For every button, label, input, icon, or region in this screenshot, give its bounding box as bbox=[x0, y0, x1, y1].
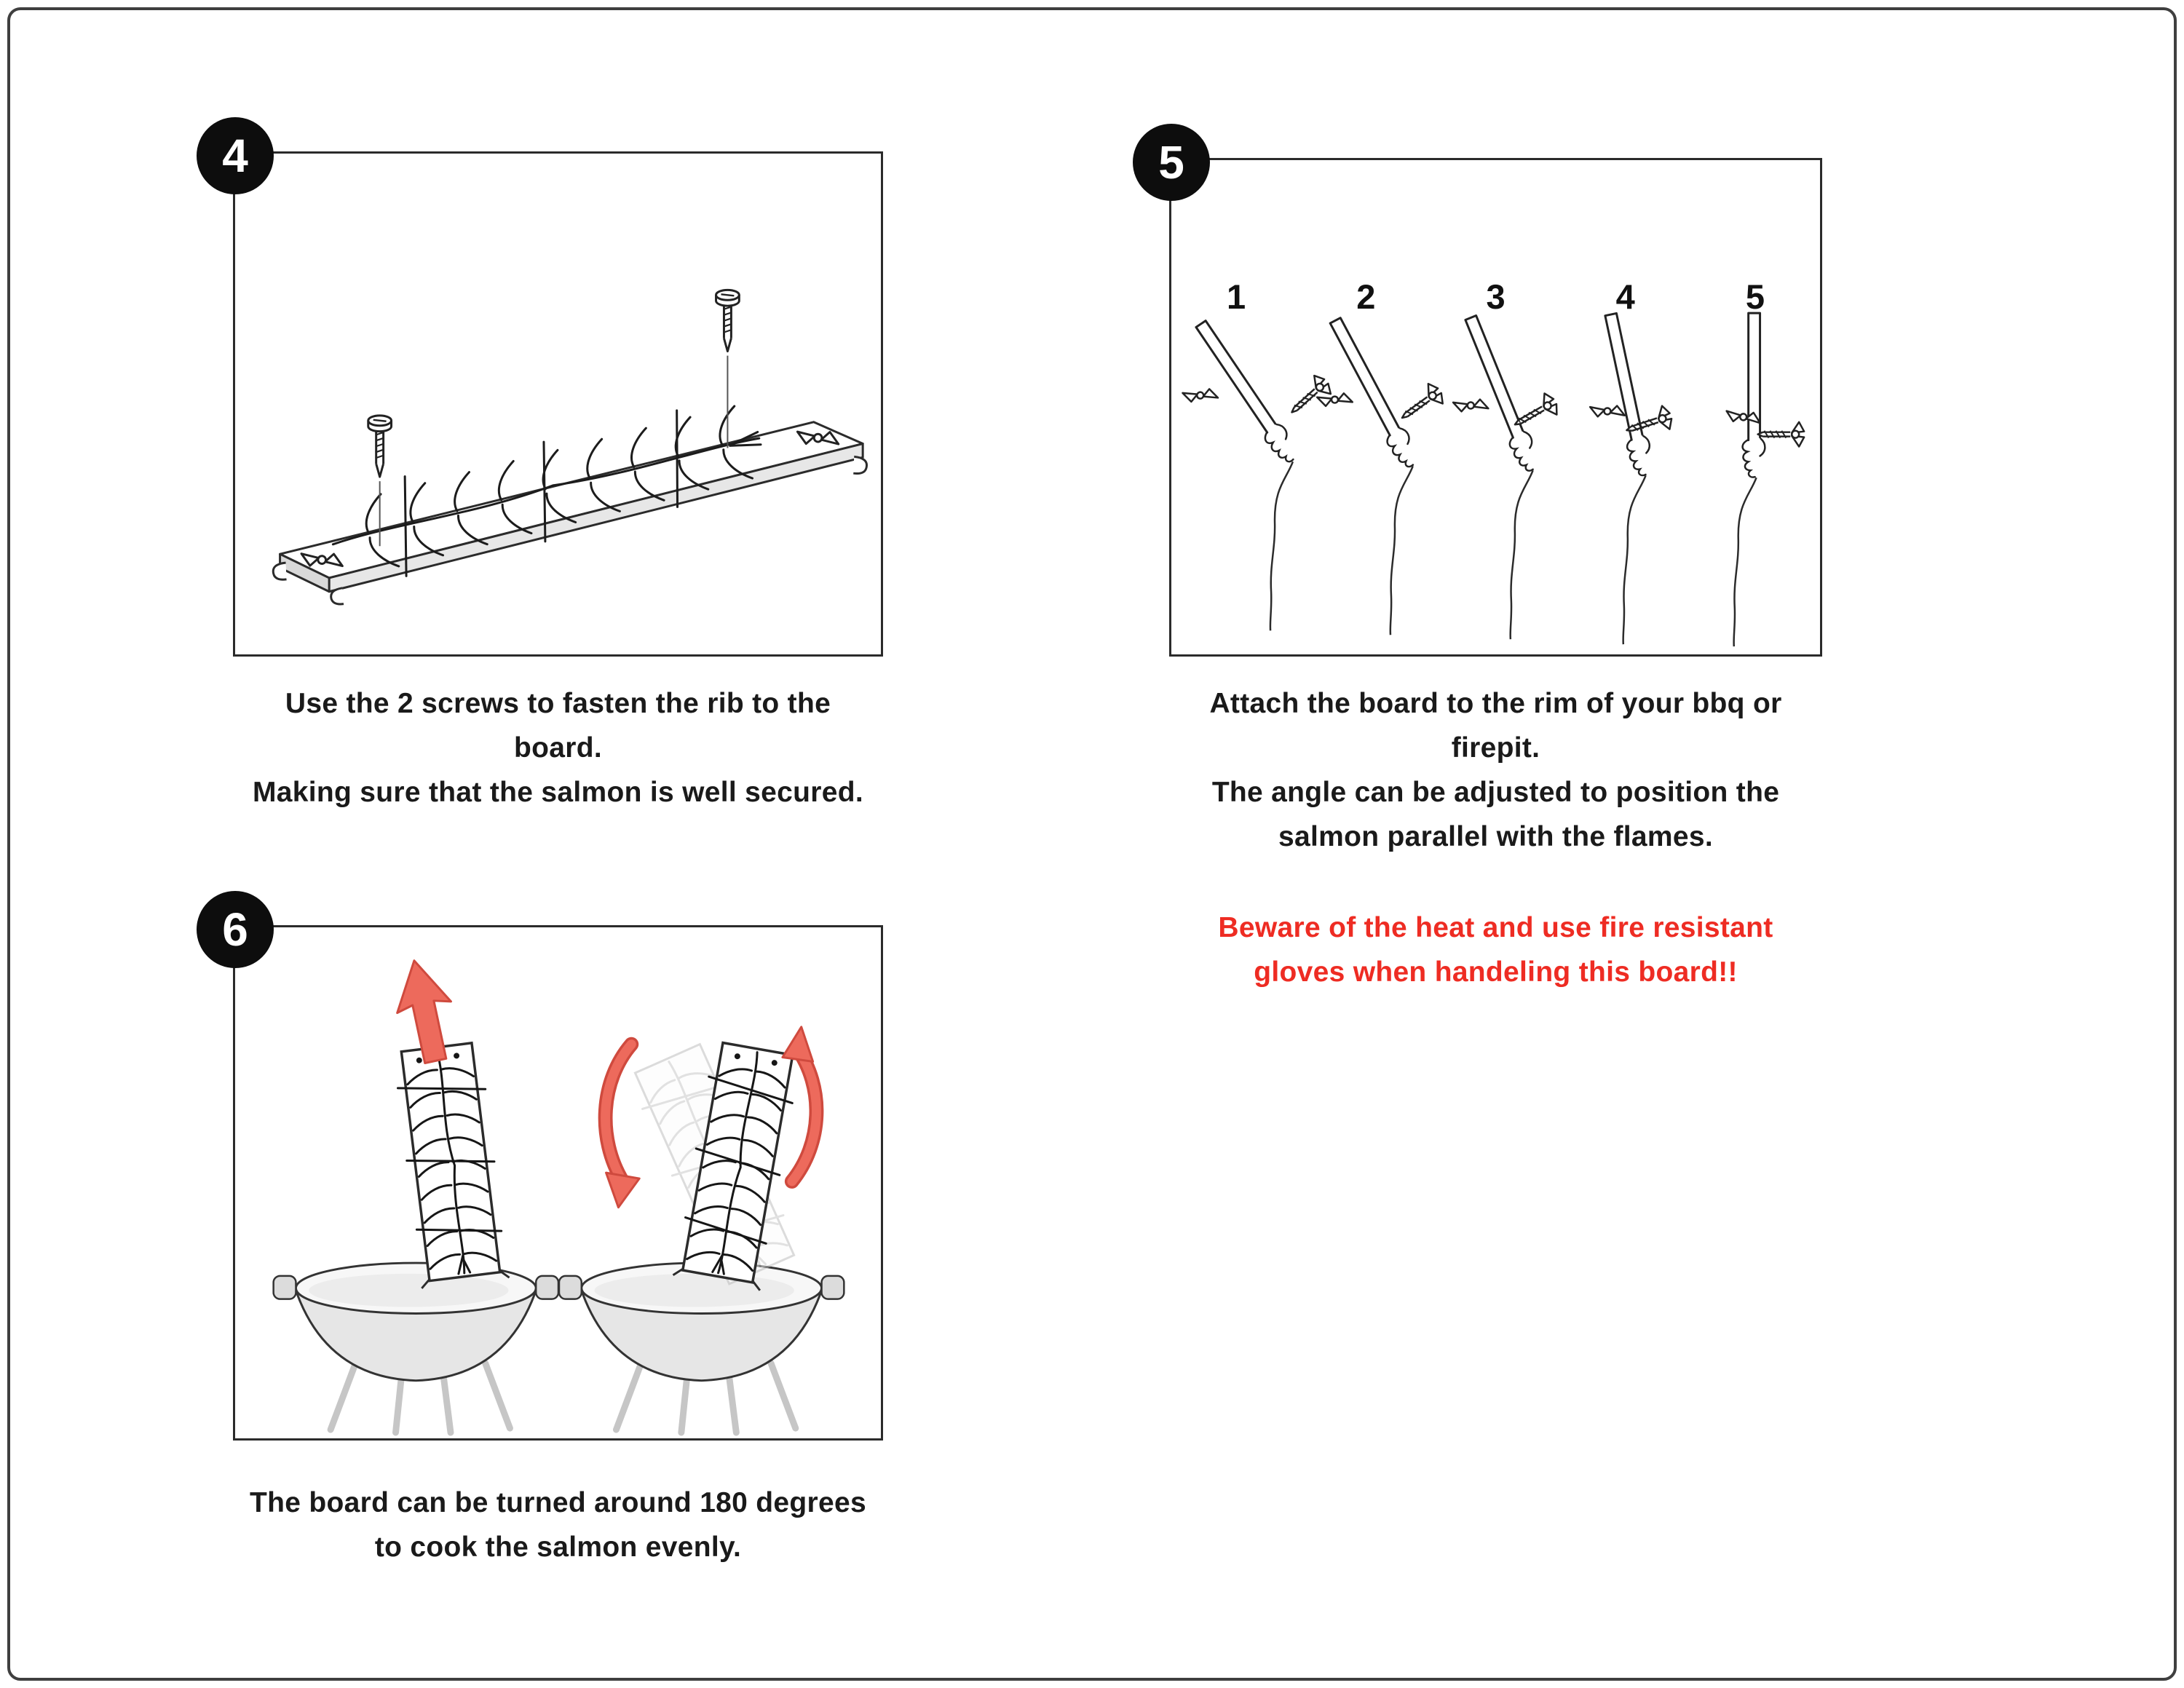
rotate-arrow-right-icon bbox=[781, 1026, 824, 1189]
attach-frame-4 bbox=[1588, 312, 1676, 646]
attach-frame-5 bbox=[1725, 312, 1805, 648]
step-5-caption: Attach the board to the rim of your bbq … bbox=[1169, 681, 1822, 859]
bbq-rim-line bbox=[1389, 465, 1415, 636]
step-6-number: 6 bbox=[222, 903, 248, 956]
wing-screw-icon bbox=[1393, 379, 1448, 429]
wing-nut-icon bbox=[1452, 390, 1489, 421]
step-5-caption-line-4: salmon parallel with the flames. bbox=[1278, 821, 1713, 852]
sequence-label-3: 3 bbox=[1486, 277, 1506, 316]
bbq-rim-line bbox=[1269, 461, 1294, 632]
sequence-label-4: 4 bbox=[1615, 277, 1635, 316]
clamp-jaw-icon bbox=[1624, 434, 1657, 479]
page-border bbox=[7, 7, 2177, 1681]
step-4-caption-line-3: Making sure that the salmon is well secu… bbox=[253, 777, 863, 808]
clamp-jaw-icon bbox=[1260, 421, 1303, 468]
wing-nut-icon bbox=[1182, 379, 1219, 411]
lift-arrow-icon bbox=[396, 959, 452, 1065]
step-5-caption-line-1: Attach the board to the rim of your bbq … bbox=[1209, 688, 1782, 719]
attach-frame-3 bbox=[1452, 314, 1562, 641]
step-5-caption-line-2: firepit. bbox=[1451, 732, 1540, 764]
step-4-caption-line-2: board. bbox=[514, 732, 602, 764]
bbq-rim-line bbox=[1733, 476, 1757, 648]
step-4-number: 4 bbox=[222, 130, 248, 182]
step-4-caption: Use the 2 screws to fasten the rib to th… bbox=[233, 681, 883, 815]
grill-handle bbox=[534, 1275, 560, 1300]
step-5-illustration bbox=[1182, 312, 1805, 648]
step-6-badge: 6 bbox=[197, 891, 274, 968]
step-4-caption-line-1: Use the 2 screws to fasten the rib to th… bbox=[285, 688, 831, 719]
step-5-caption-line-3: The angle can be adjusted to position th… bbox=[1211, 777, 1780, 808]
board-illustration bbox=[272, 421, 869, 606]
attach-sequence-labels: 1 2 3 4 5 bbox=[1171, 277, 1820, 317]
attach-frame-2 bbox=[1315, 317, 1448, 636]
step-5-badge: 5 bbox=[1133, 124, 1210, 201]
step-5-panel: 5 1 2 3 4 5 bbox=[1133, 124, 1822, 657]
attach-frame-1 bbox=[1182, 320, 1336, 632]
bbq-grill-right bbox=[558, 1261, 845, 1436]
bbq-rim-line bbox=[1622, 474, 1647, 646]
wing-screw-icon bbox=[1282, 371, 1336, 423]
sequence-label-2: 2 bbox=[1356, 277, 1376, 316]
grill-handle bbox=[820, 1275, 845, 1300]
step-6-caption-line-2: to cook the salmon evenly. bbox=[374, 1532, 742, 1563]
step-4-illustration bbox=[272, 288, 869, 606]
warning-line-1: Beware of the heat and use fire resistan… bbox=[1218, 912, 1773, 943]
clamp-jaw-icon bbox=[1741, 437, 1766, 478]
step-5-warning: Beware of the heat and use fire resistan… bbox=[1169, 906, 1822, 994]
wing-nut-icon bbox=[1725, 403, 1762, 431]
step-6-caption-line-1: The board can be turned around 180 degre… bbox=[250, 1487, 866, 1518]
bbq-rim-line bbox=[1509, 469, 1534, 641]
rotate-arrow-left-icon bbox=[598, 1037, 641, 1209]
screw-icon bbox=[715, 288, 740, 353]
bbq-grill-left bbox=[272, 1261, 560, 1436]
grill-handle bbox=[272, 1275, 297, 1300]
step-6-caption: The board can be turned around 180 degre… bbox=[233, 1481, 883, 1569]
step-4-panel: 4 bbox=[197, 117, 883, 657]
step-6-panel: 6 bbox=[197, 891, 883, 1441]
sequence-label-1: 1 bbox=[1227, 277, 1246, 316]
screws-illustration bbox=[367, 288, 740, 547]
step-4-badge: 4 bbox=[197, 117, 274, 194]
screw-icon bbox=[367, 414, 393, 478]
wing-nut-icon bbox=[1588, 397, 1626, 426]
sequence-label-5: 5 bbox=[1745, 277, 1765, 316]
salmon-board-right bbox=[672, 1041, 802, 1291]
warning-line-2: gloves when handeling this board!! bbox=[1254, 956, 1738, 988]
step-6-illustration bbox=[272, 959, 845, 1436]
step-5-number: 5 bbox=[1158, 136, 1184, 189]
grill-handle bbox=[558, 1275, 583, 1300]
salmon-board-left bbox=[392, 1041, 510, 1289]
